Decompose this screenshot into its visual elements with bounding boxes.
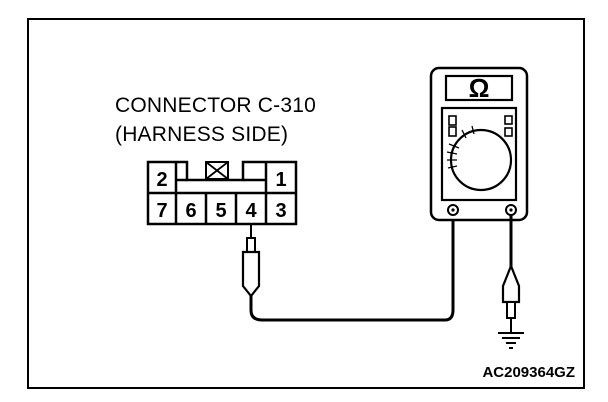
meter-display [444,74,514,102]
pin-label: 3 [275,200,286,222]
figure-frame [27,18,585,389]
meter-button [504,115,513,125]
connector-c310: 2 1 7 6 5 4 3 [146,160,298,226]
test-probe-connector [241,224,261,298]
ground-symbol-icon [498,332,524,349]
meter-button [448,115,457,126]
meter-button [448,126,457,137]
ohm-symbol: Ω [469,73,490,103]
connector-title-line1: CONNECTOR C-310 [115,94,316,117]
pin-label: 1 [275,169,286,191]
connector-title-line2: (HARNESS SIDE) [115,123,288,146]
ground-probe [501,215,521,332]
pin-label: 7 [156,200,167,222]
ohmmeter-icon: Ω [429,66,529,222]
connector-lock-icon [205,161,229,180]
meter-dial [449,128,513,192]
pin-label: 4 [245,200,257,222]
meter-button [504,127,513,137]
pin-label: 2 [156,169,167,191]
test-lead-wire [249,212,455,322]
pin-label: 6 [185,200,196,222]
figure-code: AC209364GZ [482,364,575,381]
pin-label: 5 [215,200,226,222]
